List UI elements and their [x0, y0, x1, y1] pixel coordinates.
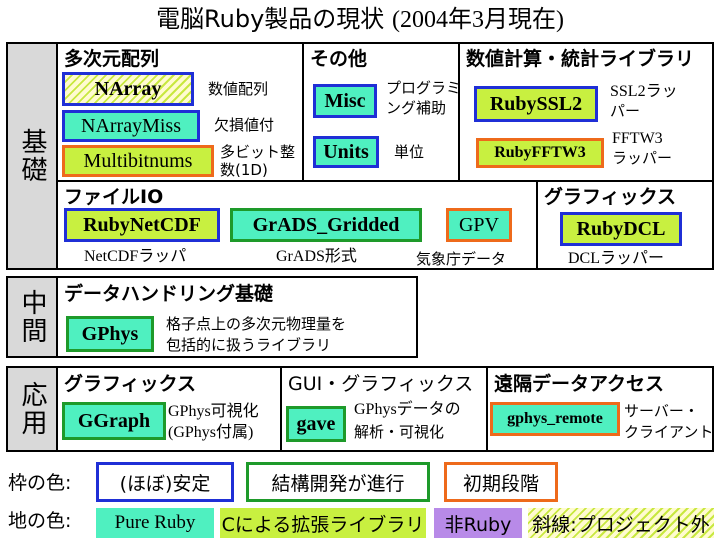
page-title: 電脳Ruby製品の現状 (2004年3月現在) [0, 4, 720, 35]
legend-c-extension: Cによる拡張ライブラリ [220, 508, 426, 538]
title-date: (2004年3月現在) [391, 7, 564, 33]
misc-caption-1: プログラミ [386, 79, 462, 97]
section-heading-datahandling: データハンドリング基礎 [64, 283, 274, 305]
fftw3-caption-1: FFTW3 [612, 130, 663, 147]
product-rubyssl2[interactable]: RubySSL2 [474, 86, 598, 122]
product-ggraph[interactable]: GGraph [62, 402, 166, 440]
ggraph-caption-2: (GPhys付属) [168, 424, 254, 441]
section-heading-graphics: グラフィックス [544, 186, 677, 208]
fftw3-caption-2: ラッパー [612, 149, 673, 167]
gave-caption-2: 解析・可視化 [354, 423, 445, 441]
divider [302, 42, 304, 180]
multibit-caption-1: 多ビット整 [220, 143, 296, 161]
section-heading-numeric: 数値計算・統計ライブラリ [466, 48, 695, 70]
row-label-applied: 応用 [6, 366, 58, 452]
product-multibitnums[interactable]: Multibitnums [62, 145, 214, 177]
product-narray[interactable]: NArray [62, 72, 194, 106]
remote-caption-2: クライアント [624, 423, 714, 441]
legend-non-ruby: 非Ruby [434, 508, 522, 538]
legend-stable: (ほぼ)安定 [96, 462, 234, 502]
product-gphys[interactable]: GPhys [66, 316, 154, 352]
product-rubydcl[interactable]: RubyDCL [560, 212, 682, 246]
ssl2-caption-2: パー [610, 102, 641, 120]
product-gpv[interactable]: GPV [446, 208, 512, 242]
row-label-middle: 中間 [6, 276, 58, 358]
title-main: 電脳Ruby製品の現状 [156, 5, 385, 33]
product-narraymiss[interactable]: NArrayMiss [62, 110, 200, 142]
divider [280, 366, 282, 452]
section-heading-fileio: ファイルIO [64, 186, 164, 208]
section-heading-remote: 遠隔データアクセス [494, 373, 665, 395]
gpv-caption: 気象庁データ [416, 250, 507, 268]
gave-caption-1: GPhysデータの [354, 401, 461, 418]
row-label-basic: 基礎 [6, 42, 58, 270]
product-rubyfftw3[interactable]: RubyFFTW3 [476, 138, 604, 168]
section-heading-gui: GUI・グラフィックス [288, 373, 474, 395]
divider [458, 42, 460, 180]
legend-frame-label: 枠の色: [8, 472, 72, 494]
netcdf-caption: NetCDFラッパ [84, 248, 187, 265]
grads-caption: GrADS形式 [276, 248, 357, 265]
gphys-caption-1: 格子点上の多次元物理量を [166, 315, 347, 333]
section-heading-multiarray: 多次元配列 [64, 48, 160, 70]
legend-ground-label: 地の色: [8, 510, 72, 532]
multibit-caption-2: 数(1D) [220, 161, 268, 179]
legend-pure-ruby: Pure Ruby [96, 508, 214, 538]
product-rubynetcdf[interactable]: RubyNetCDF [64, 208, 220, 242]
ggraph-caption-1: GPhys可視化 [168, 403, 259, 420]
product-gphys-remote[interactable]: gphys_remote [490, 402, 620, 436]
gphys-caption-2: 包括的に扱うライブラリ [166, 336, 332, 354]
narray-caption: 数値配列 [208, 80, 269, 98]
legend-hatched: 斜線:プロジェクト外 [528, 508, 714, 538]
section-heading-other: その他 [310, 48, 368, 70]
legend-developing: 結構開発が進行 [246, 462, 430, 502]
divider [486, 366, 488, 452]
units-caption: 単位 [394, 143, 425, 161]
ssl2-caption-1: SSL2ラッ [610, 83, 678, 100]
divider [56, 180, 714, 182]
legend-early: 初期段階 [444, 462, 558, 502]
divider [536, 180, 538, 270]
section-heading-app-graphics: グラフィックス [64, 373, 197, 395]
remote-caption-1: サーバー・ [624, 402, 699, 420]
product-misc[interactable]: Misc [313, 84, 377, 118]
misc-caption-2: ング補助 [386, 99, 447, 117]
product-gave[interactable]: gave [286, 406, 346, 442]
dcl-caption: DCLラッパー [568, 250, 665, 267]
product-grads-gridded[interactable]: GrADS_Gridded [230, 208, 422, 242]
narraymiss-caption: 欠損値付 [214, 116, 275, 134]
product-units[interactable]: Units [313, 136, 379, 168]
